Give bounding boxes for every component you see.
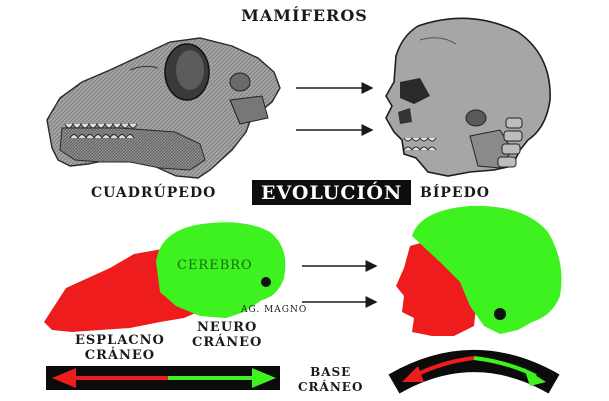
foramen-magnum-label: AG. MAGNO: [241, 305, 307, 315]
foramen-dot-biped: [494, 308, 506, 320]
quadruped-label: CUADRÚPEDO: [91, 185, 216, 201]
splanchnocranium-label-line1: ESPLACNO: [75, 333, 165, 348]
foramen-dot-quadruped: [261, 277, 271, 287]
mammal-skull-icon: [47, 38, 280, 178]
evolution-label: EVOLUCIÓN: [252, 180, 411, 205]
neurocranium-label-line2: CRÁNEO: [192, 335, 262, 350]
neurocranium-label: NEURO CRÁNEO: [192, 320, 262, 350]
splanchnocranium-label: ESPLACNO CRÁNEO: [75, 333, 165, 363]
splanchnocranium-label-line2: CRÁNEO: [75, 348, 165, 363]
biped-label: BÍPEDO: [420, 185, 490, 201]
diagram-title: MAMÍFEROS: [0, 6, 609, 25]
neurocranium-label-line1: NEURO: [192, 320, 262, 335]
brain-label: CEREBRO: [177, 258, 253, 273]
human-skull-icon: [386, 18, 550, 176]
cranial-base-label-line1: BASE: [298, 365, 363, 380]
cranial-base-label: BASE CRÁNEO: [298, 365, 363, 395]
cranial-base-label-line2: CRÁNEO: [298, 380, 363, 395]
